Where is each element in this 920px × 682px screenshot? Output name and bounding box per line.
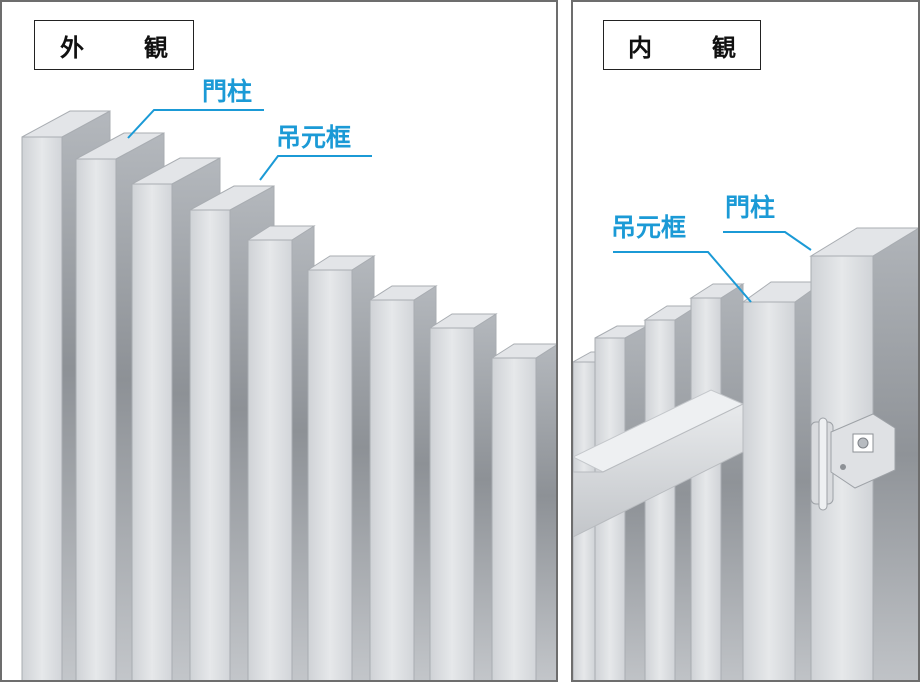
gate-post-callout-line bbox=[723, 231, 812, 251]
slat bbox=[689, 283, 745, 680]
slat bbox=[306, 255, 376, 680]
gate-post-callout-line bbox=[127, 109, 264, 139]
slat bbox=[490, 343, 556, 680]
hinge-icon bbox=[810, 413, 896, 511]
interior-title: 内 観 bbox=[603, 20, 761, 70]
gate-post-label: 門柱 bbox=[202, 77, 253, 106]
interior-fence-illustration bbox=[573, 227, 918, 680]
interior-view-panel: 内 観 吊元框 門柱 bbox=[571, 0, 920, 682]
hanging-frame-callout-line bbox=[613, 251, 752, 303]
exterior-title: 外 観 bbox=[34, 20, 194, 70]
horizontal-rail bbox=[573, 389, 745, 538]
hanging-frame-label: 吊元框 bbox=[276, 123, 352, 152]
slat bbox=[368, 285, 438, 680]
exterior-view-panel: 外 観 門柱 吊元框 bbox=[0, 0, 558, 682]
hanging-frame-label: 吊元框 bbox=[611, 213, 687, 242]
exterior-fence-illustration bbox=[21, 109, 556, 680]
hanging-frame-callout-line bbox=[259, 155, 372, 181]
slat bbox=[246, 225, 316, 680]
slat bbox=[428, 313, 498, 680]
gate-post-label: 門柱 bbox=[725, 193, 776, 222]
